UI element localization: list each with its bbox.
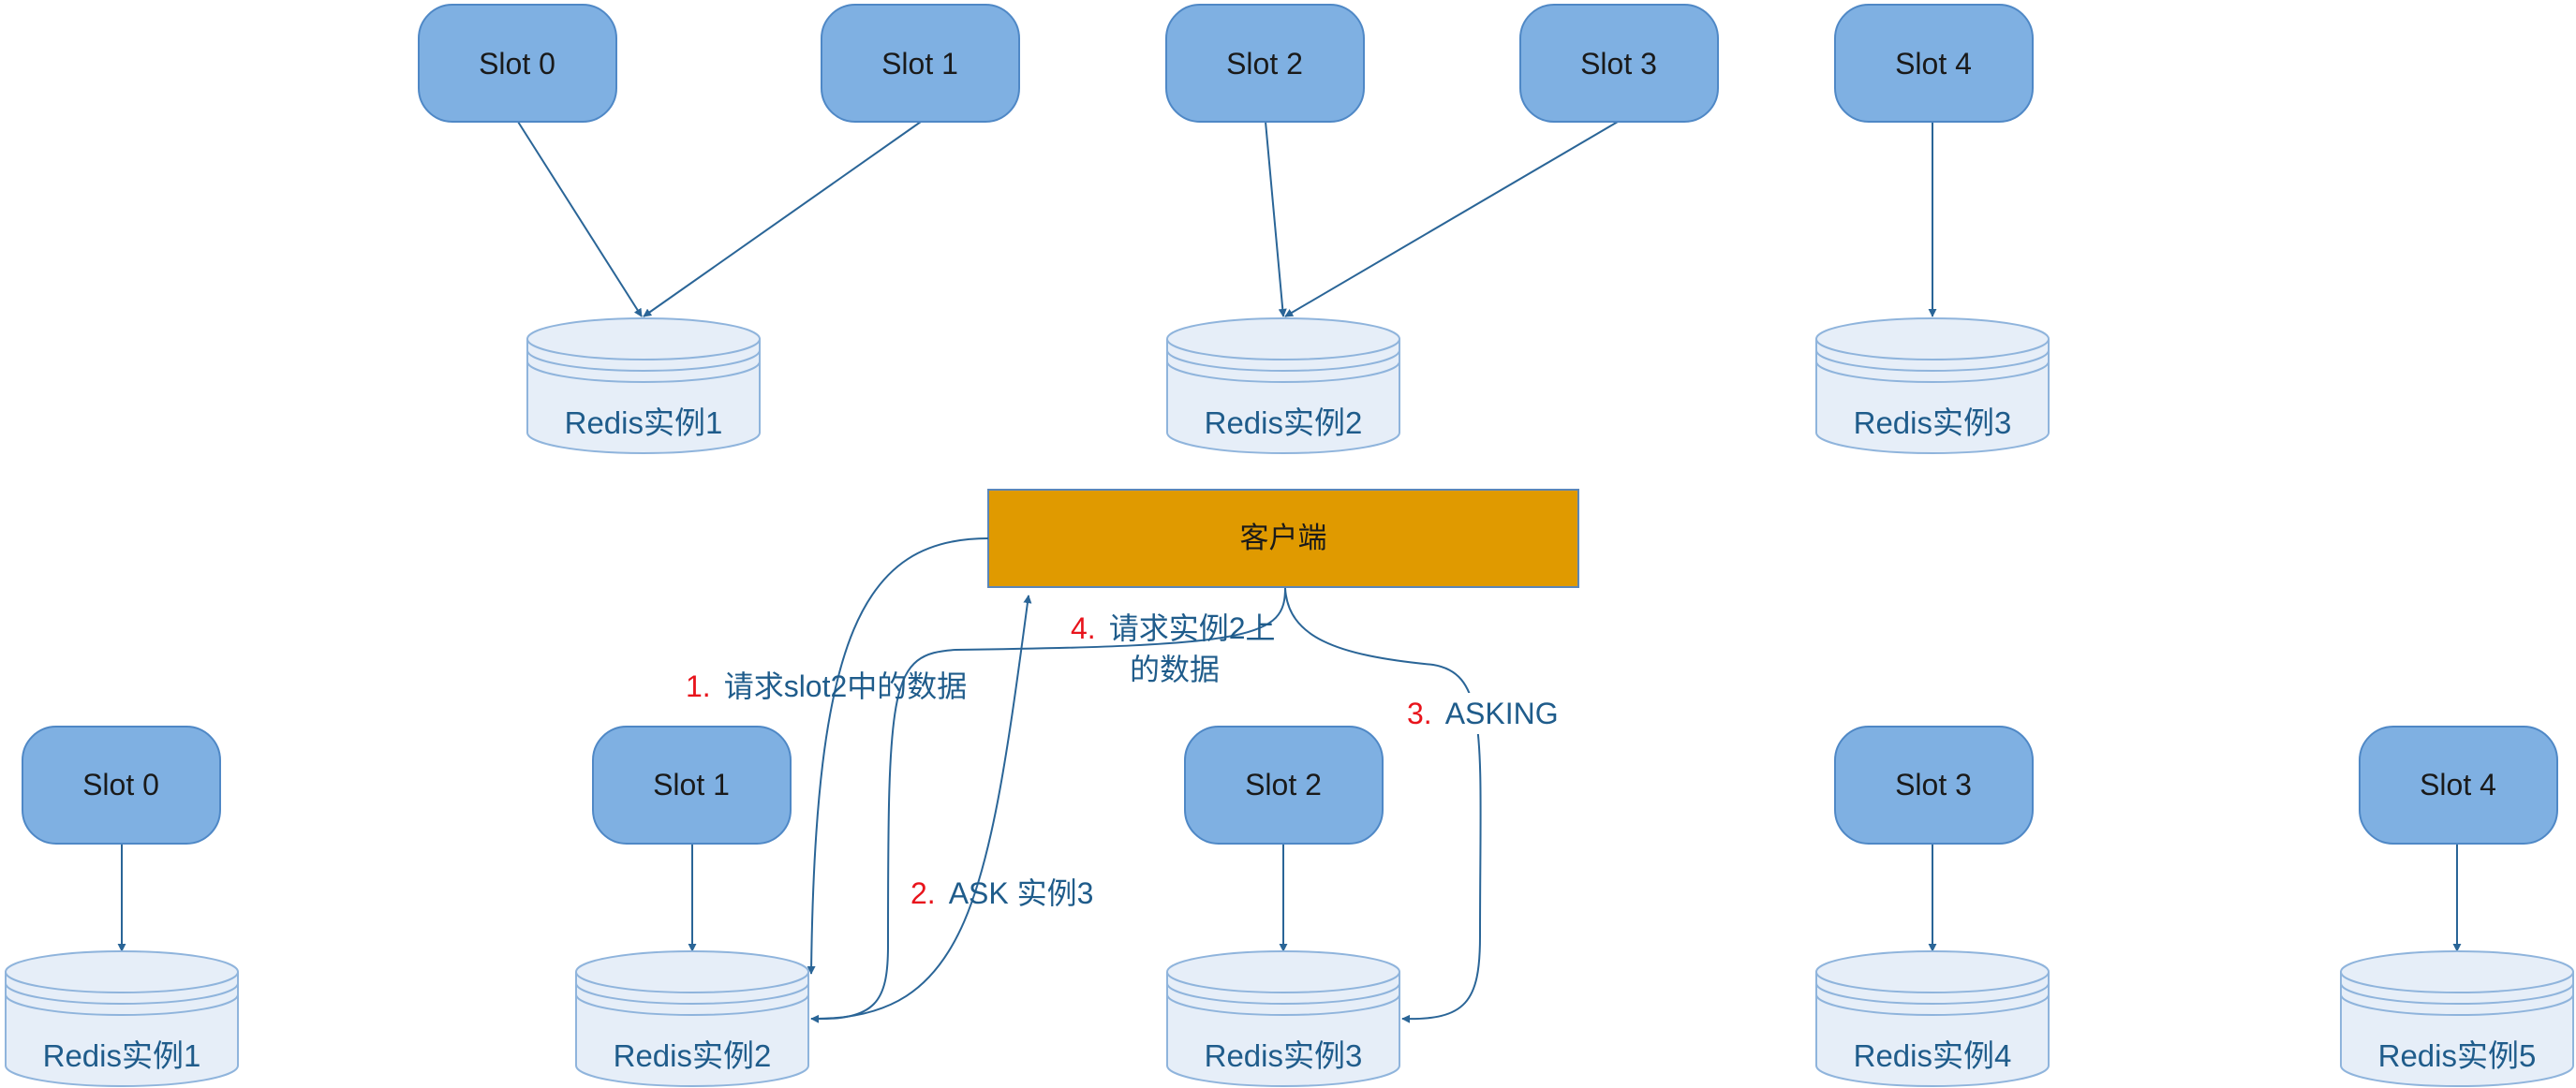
edge-top-slot3-to-instance2 [1284, 121, 1619, 317]
step-4-text-line2: 的数据 [1130, 653, 1220, 686]
top-instance-1-label: Redis实例1 [565, 405, 723, 440]
bottom-edges [117, 844, 2462, 952]
top-slot-4-label: Slot 4 [1895, 47, 1972, 81]
top-slot-2: Slot 2 [1165, 4, 1365, 123]
edge-top-slot0-to-instance1 [517, 121, 643, 317]
top-instance-1: Redis实例1 [526, 317, 761, 454]
top-slot-1: Slot 1 [821, 4, 1020, 123]
top-slot-4: Slot 4 [1834, 4, 2034, 123]
top-instance-2-label: Redis实例2 [1205, 405, 1363, 440]
step-3-label: 3. ASKING [1400, 693, 1562, 734]
svg-text:3. ASKING: 3. ASKING [1407, 697, 1559, 730]
top-slot-0-label: Slot 0 [479, 47, 555, 81]
top-instance-3-label: Redis实例3 [1854, 405, 2012, 440]
bottom-slot-4-label: Slot 4 [2420, 768, 2496, 801]
bottom-instance-2-label: Redis实例2 [614, 1038, 772, 1073]
top-slot-0: Slot 0 [418, 4, 617, 123]
client-label: 客户端 [1240, 522, 1327, 554]
top-slot-1-label: Slot 1 [881, 47, 958, 81]
bottom-slot-1: Slot 1 [592, 726, 792, 845]
top-instance-2: Redis实例2 [1166, 317, 1400, 454]
top-slot-3: Slot 3 [1519, 4, 1719, 123]
edge-top-slot1-to-instance1 [643, 121, 922, 317]
bottom-instance-4-label: Redis实例4 [1854, 1038, 2012, 1073]
step-1-number: 1. [686, 669, 711, 703]
bottom-slot-3-label: Slot 3 [1895, 768, 1972, 801]
bottom-instance-3: Redis实例3 [1166, 950, 1400, 1087]
bottom-slot-0-label: Slot 0 [82, 768, 159, 801]
bottom-instance-5-label: Redis实例5 [2378, 1038, 2537, 1073]
bottom-instance-1: Redis实例1 [5, 950, 239, 1087]
step-3-number: 3. [1407, 697, 1432, 730]
bottom-instance-3-label: Redis实例3 [1205, 1038, 1363, 1073]
step-3-text: ASKING [1445, 697, 1559, 730]
step-1-label: 1. 请求slot2中的数据 [686, 669, 967, 703]
svg-text:4. 请求实例2上: 4. 请求实例2上 [1071, 611, 1276, 645]
step-2-text: ASK 实例3 [949, 876, 1094, 910]
top-slot-3-label: Slot 3 [1580, 47, 1657, 81]
step-4-text: 请求实例2上 [1109, 611, 1276, 645]
flow-step-2-arrow [810, 595, 1032, 1021]
flow-step-4-arrow [810, 587, 1286, 1023]
bottom-slot-3: Slot 3 [1834, 726, 2034, 845]
bottom-slot-0: Slot 0 [22, 726, 221, 845]
step-4-label: 4. 请求实例2上 的数据 [1071, 611, 1276, 686]
top-edges [517, 121, 1937, 317]
bottom-slot-4: Slot 4 [2359, 726, 2558, 845]
bottom-instance-5: Redis实例5 [2340, 950, 2574, 1087]
bottom-instance-2: Redis实例2 [575, 950, 809, 1087]
top-slot-2-label: Slot 2 [1226, 47, 1303, 81]
bottom-instance-4: Redis实例4 [1815, 950, 2050, 1087]
step-2-number: 2. [910, 876, 936, 910]
svg-text:1. 请求slot2中的数据: 1. 请求slot2中的数据 [686, 669, 967, 703]
step-4-number: 4. [1071, 611, 1096, 645]
flow-step-1-arrow [807, 537, 989, 975]
step-2-label: 2. ASK 实例3 [910, 876, 1093, 910]
edge-top-slot2-to-instance2 [1265, 121, 1287, 317]
step-1-text: 请求slot2中的数据 [724, 669, 968, 703]
bottom-slot-2: Slot 2 [1184, 726, 1384, 845]
svg-text:2. ASK 实例3: 2. ASK 实例3 [910, 876, 1093, 910]
client-box: 客户端 [987, 489, 1579, 588]
top-instance-3: Redis实例3 [1815, 317, 2050, 454]
bottom-slot-2-label: Slot 2 [1245, 768, 1322, 801]
bottom-slot-1-label: Slot 1 [653, 768, 730, 801]
bottom-instance-1-label: Redis实例1 [43, 1038, 201, 1073]
